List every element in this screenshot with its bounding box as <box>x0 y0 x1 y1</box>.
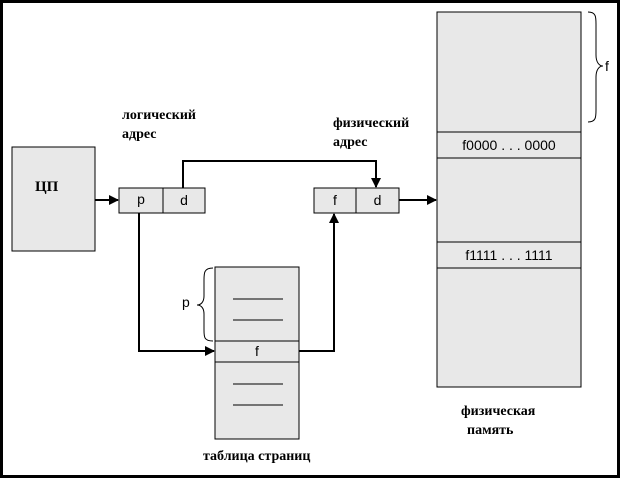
physical-memory-caption-line1: физическая <box>461 404 536 419</box>
memory-offset-label: f <box>605 58 609 74</box>
logical-address-label-line2: адрес <box>122 127 157 142</box>
physical-d-cell: d <box>373 192 382 208</box>
frame-number-arrow <box>299 213 339 352</box>
logical-address-label-line1: логический <box>122 108 196 123</box>
physical-f-box <box>313 187 357 214</box>
page-table-caption: таблица страниц <box>203 449 311 464</box>
logical-p-box <box>118 187 164 214</box>
logical-d-cell: d <box>180 192 188 208</box>
frame-end-row <box>436 241 582 269</box>
frame-start-row <box>436 131 582 159</box>
physical-address-label-line2: адрес <box>333 135 368 150</box>
physical-memory-caption-line2: память <box>467 423 514 438</box>
offset-d-arrow <box>182 160 381 188</box>
logical-p-cell: p <box>137 191 145 207</box>
page-table-entry-label: f <box>255 343 259 359</box>
frame-end-label: f1111 . . . 1111 <box>465 247 553 263</box>
page-number-arrow <box>138 213 215 356</box>
page-table-offset-label: p <box>182 294 190 310</box>
physical-memory-box <box>436 11 582 388</box>
physical-f-cell: f <box>333 192 337 208</box>
page-table-brace <box>196 267 214 342</box>
physical-address-label-line1: физический <box>333 116 410 131</box>
cpu-label: ЦП <box>35 179 59 195</box>
physical-d-box <box>355 187 400 214</box>
frame-start-label: f0000 . . . 0000 <box>462 137 556 153</box>
cpu-box <box>11 146 96 252</box>
memory-brace <box>587 11 604 123</box>
